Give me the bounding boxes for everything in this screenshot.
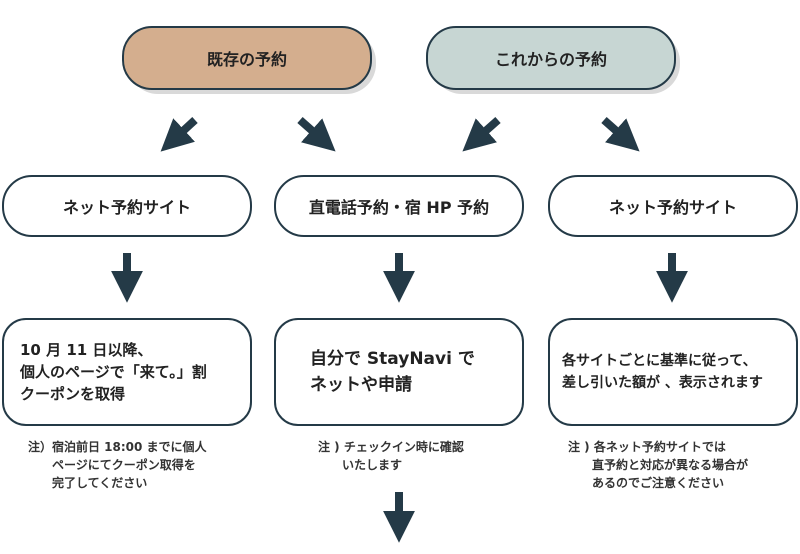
channel-net-site-left-label: ネット予約サイト bbox=[62, 198, 191, 217]
channel-direct-booking-label: 直電話予約・宿 HP 予約 bbox=[308, 198, 490, 217]
note-left: 注）宿泊前日 18:00 までに個人 ページにてクーポン取得を 完了してください bbox=[28, 440, 207, 490]
result-box-center: 自分で StayNavi で ネットや申請 bbox=[274, 318, 524, 426]
future-reservation-pill: これからの予約 bbox=[426, 26, 676, 90]
arrow-future-to-right bbox=[601, 117, 640, 152]
result-right-text: 各サイトごとに基準に従って、 差し引いた額が 、表示されます bbox=[562, 353, 763, 391]
arrow-future-to-center bbox=[462, 117, 501, 152]
note-center: 注 ) チェックイン時に確認 いたします bbox=[318, 440, 464, 472]
note-right: 注 ) 各ネット予約サイトでは 直予約と対応が異なる場合が あるのでご注意くださ… bbox=[568, 440, 749, 490]
result-left-text: 10 月 11 日以降、 個人のページで「来て。」割 クーポンを取得 bbox=[20, 341, 207, 403]
existing-reservation-label: 既存の予約 bbox=[206, 50, 287, 69]
result-box-right: 各サイトごとに基準に従って、 差し引いた額が 、表示されます bbox=[548, 318, 798, 426]
result-center-text: 自分で StayNavi で ネットや申請 bbox=[310, 349, 475, 395]
channel-net-site-right: ネット予約サイト bbox=[548, 175, 798, 237]
channel-direct-booking: 直電話予約・宿 HP 予約 bbox=[274, 175, 524, 237]
channel-net-site-left: ネット予約サイト bbox=[2, 175, 252, 237]
future-reservation-label: これからの予約 bbox=[494, 50, 607, 69]
channel-net-site-right-label: ネット予約サイト bbox=[608, 198, 737, 217]
arrow-existing-to-left bbox=[160, 117, 198, 152]
arrow-existing-to-center bbox=[297, 117, 336, 152]
result-box-left: 10 月 11 日以降、 個人のページで「来て。」割 クーポンを取得 bbox=[2, 318, 252, 426]
existing-reservation-pill: 既存の予約 bbox=[122, 26, 372, 90]
